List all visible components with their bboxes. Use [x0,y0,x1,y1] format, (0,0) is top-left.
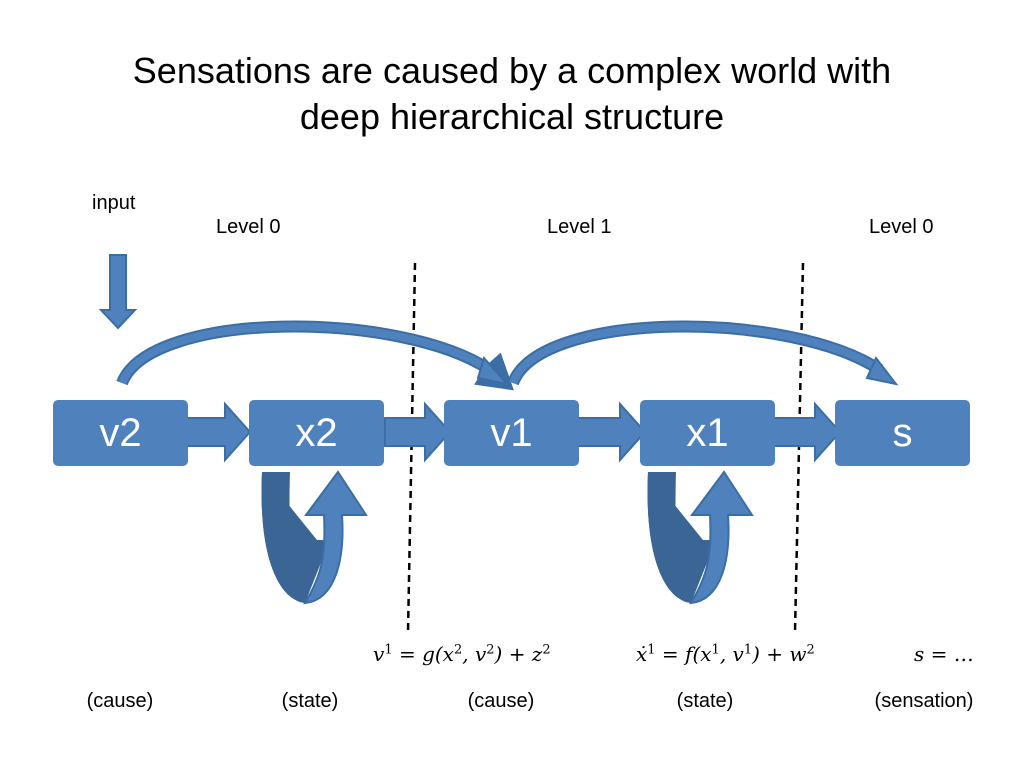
role-label-x1: (state) [676,690,734,712]
slide-title: Sensations are caused by a complex world… [0,48,1024,140]
arrow-v1-to-x1 [577,401,647,463]
equation-s: s = … [914,642,974,666]
self-loop-x1 [647,470,754,605]
curved-arrow-v1-to-s [507,320,884,386]
role-label-v1: (cause) [467,690,535,712]
role-label-v2: (cause) [86,690,154,712]
level-separator-2 [793,262,805,633]
equation-x1: ẋ1 = f(x1, v1) + w2 [636,642,815,666]
node-x2: x2 [249,400,384,466]
node-s: s [835,400,970,466]
role-label-s: (sensation) [874,690,974,712]
arrow-x2-to-v1 [384,401,452,463]
role-label-x2: (state) [281,690,339,712]
level-label-middle: Level 1 [547,216,612,238]
title-line-2: deep hierarchical structure [299,96,725,137]
self-loop-x2 [261,470,368,605]
arrow-x1-to-s [772,401,842,463]
input-arrow [98,254,138,330]
node-v1: v1 [444,400,579,466]
curved-arrow-v2-to-v1 [116,320,514,391]
level-label-right: Level 0 [869,216,934,238]
level-label-left: Level 0 [216,216,281,238]
input-label: input [92,192,136,214]
node-v2: v2 [53,400,188,466]
level-separator-1 [406,262,417,633]
node-x1: x1 [640,400,775,466]
arrow-v2-to-x2 [182,401,252,463]
equation-v1: v1 = g(x2, v2) + z2 [373,642,551,666]
title-line-1: Sensations are caused by a complex world… [132,50,892,91]
